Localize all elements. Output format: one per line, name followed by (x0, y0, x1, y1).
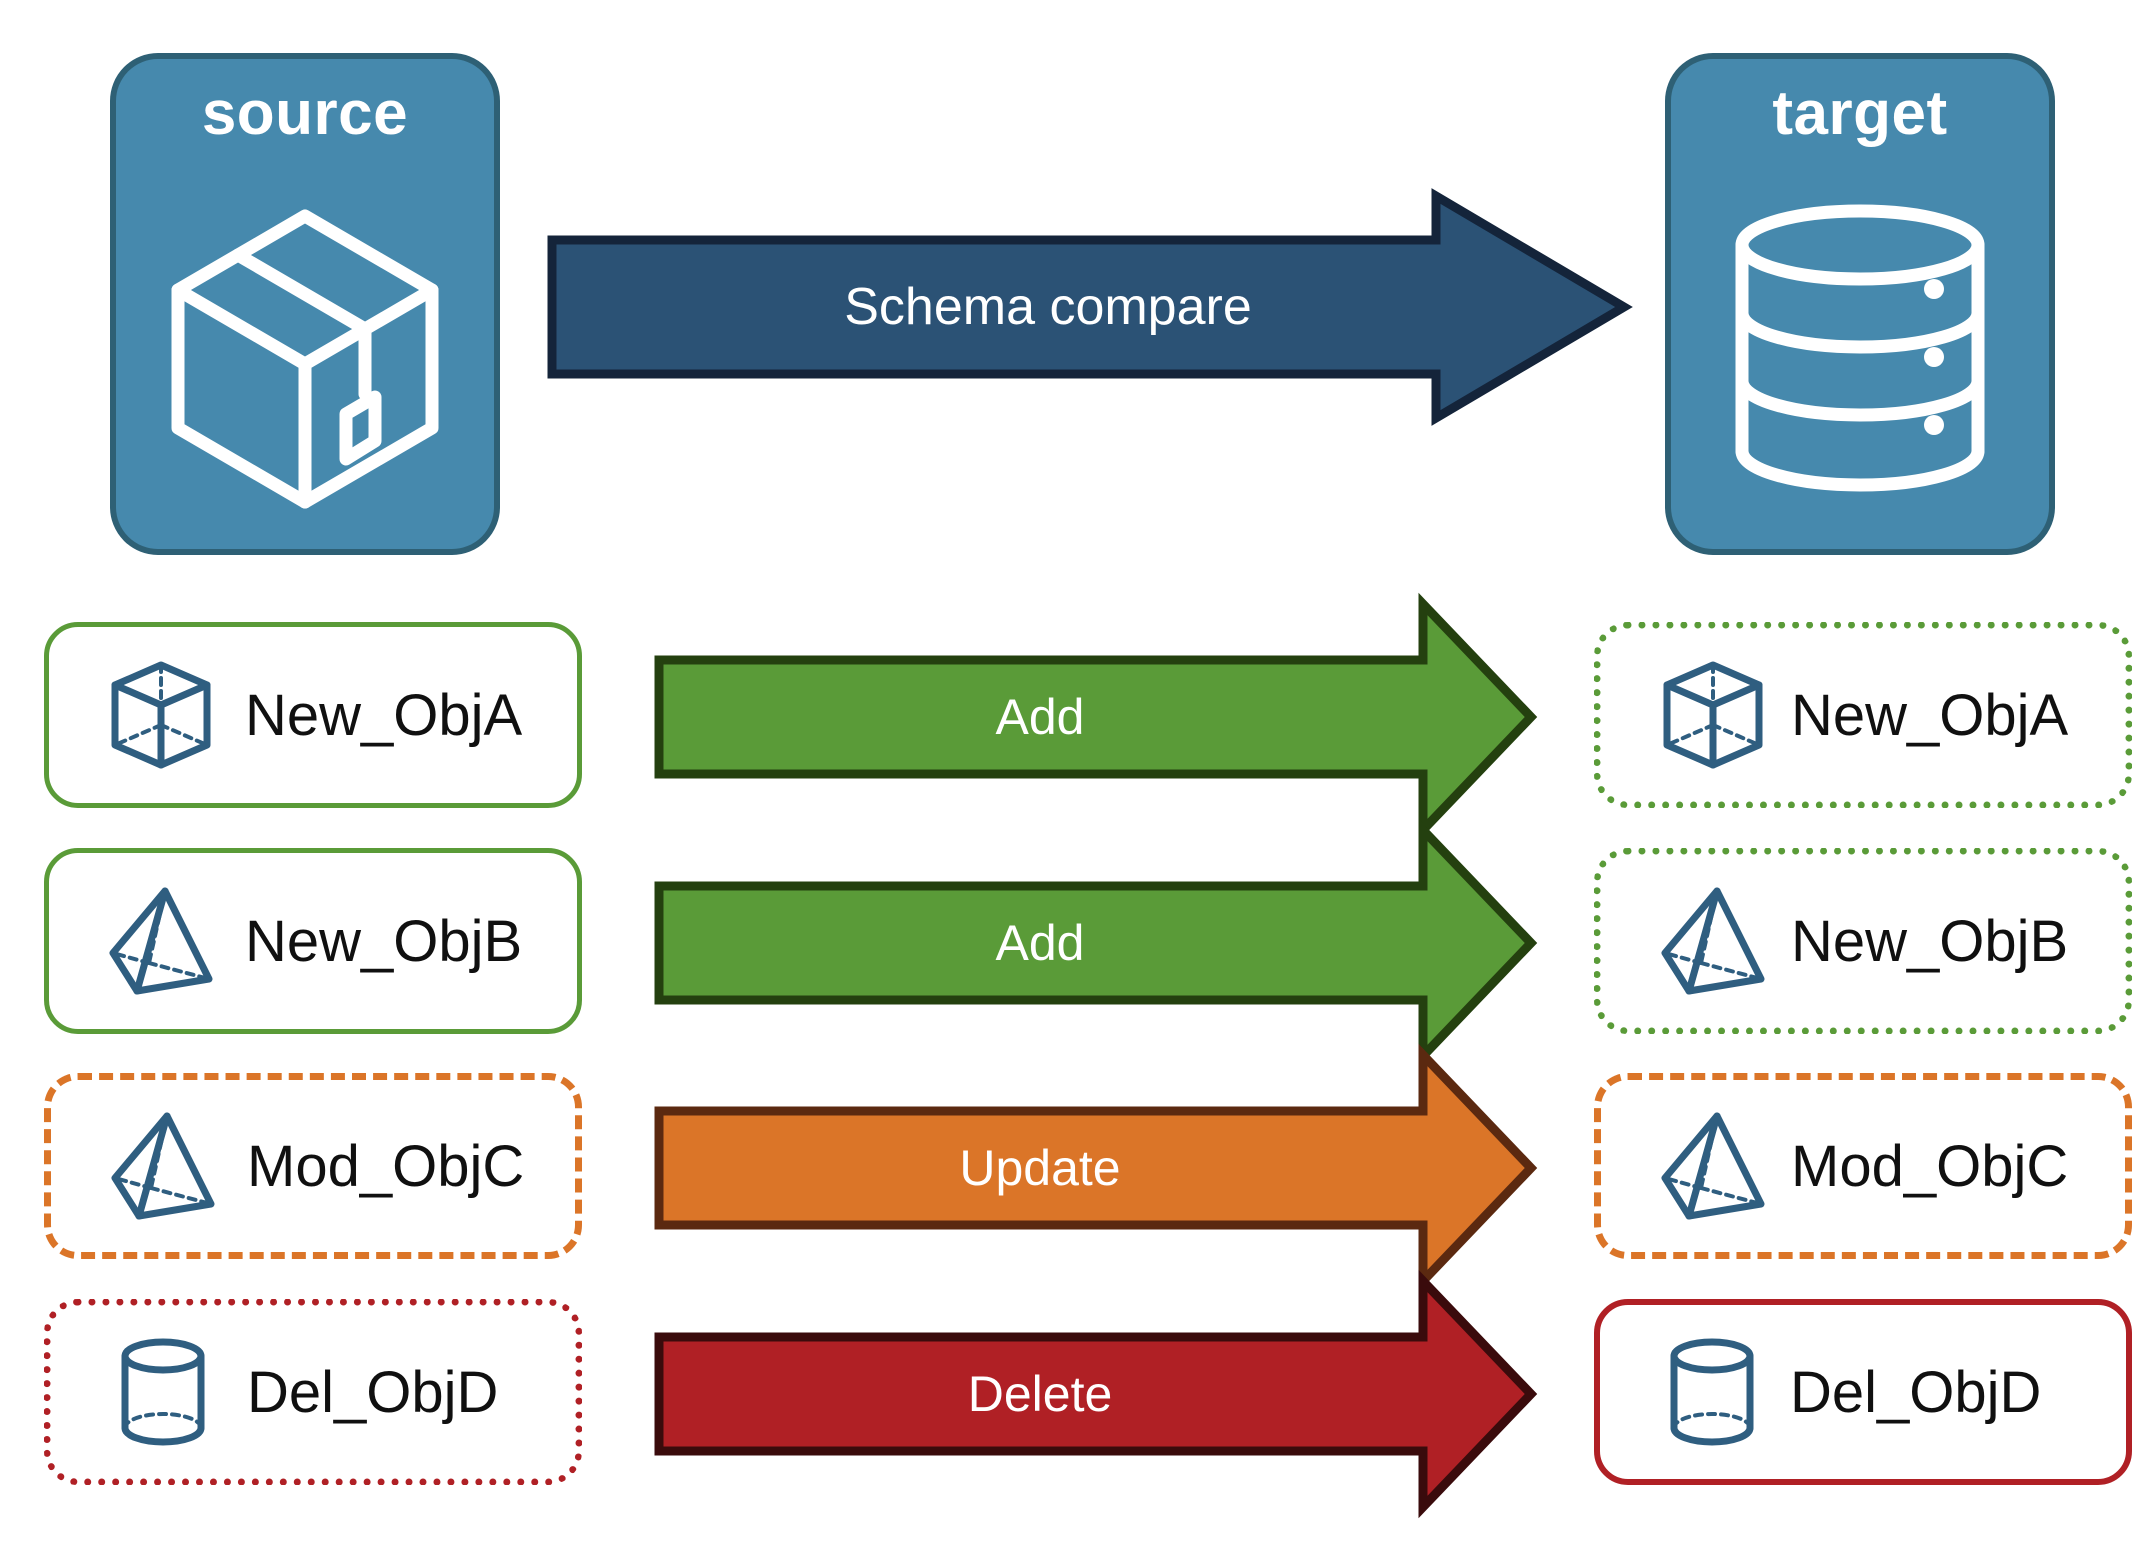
target-object-card[interactable]: Del_ObjD (1594, 1299, 2132, 1485)
source-object-card[interactable]: New_ObjB (44, 848, 582, 1034)
wireframe-pyramid-icon (1659, 882, 1767, 1000)
action-arrow-add[interactable]: Add (654, 818, 1538, 1068)
package-cube-icon (116, 146, 494, 549)
target-object-label: Mod_ObjC (1791, 1133, 2069, 1199)
target-object-label: New_ObjA (1791, 682, 2069, 748)
source-object-label: Del_ObjD (247, 1359, 499, 1425)
schema-compare-arrow: Schema compare (547, 188, 1633, 426)
source-object-card[interactable]: Mod_ObjC (44, 1073, 582, 1259)
diff-row: New_ObjA Add New_ (0, 592, 2150, 842)
wireframe-cylinder-icon (109, 1333, 217, 1451)
wireframe-cube-icon (1659, 656, 1767, 774)
database-cylinder-icon (1671, 146, 2049, 549)
action-arrow-update[interactable]: Update (654, 1043, 1538, 1293)
target-object-label: New_ObjB (1791, 908, 2069, 974)
wireframe-pyramid-icon (1659, 1107, 1767, 1225)
wireframe-cube-icon (107, 656, 215, 774)
target-object-label: Del_ObjD (1790, 1359, 2042, 1425)
source-object-card[interactable]: Del_ObjD (44, 1299, 582, 1485)
target-object-card[interactable]: Mod_ObjC (1594, 1073, 2132, 1259)
source-endpoint-card: source (110, 53, 500, 555)
action-arrow-add[interactable]: Add (654, 592, 1538, 842)
source-title: source (201, 79, 409, 148)
source-object-label: New_ObjA (245, 682, 523, 748)
source-object-card[interactable]: New_ObjA (44, 622, 582, 808)
target-title: target (1772, 79, 1948, 148)
target-endpoint-card: target (1665, 53, 2055, 555)
wireframe-cylinder-icon (1658, 1333, 1766, 1451)
target-object-card[interactable]: New_ObjB (1594, 848, 2132, 1034)
diff-row: New_ObjB Add New_ObjB (0, 818, 2150, 1068)
wireframe-pyramid-icon (107, 882, 215, 1000)
diff-row: Mod_ObjC Update Mod_ObjC (0, 1043, 2150, 1293)
target-object-card[interactable]: New_ObjA (1594, 622, 2132, 808)
diff-row: Del_ObjD Delete Del_ObjD (0, 1269, 2150, 1519)
source-object-label: Mod_ObjC (247, 1133, 525, 1199)
wireframe-pyramid-icon (109, 1107, 217, 1225)
source-object-label: New_ObjB (245, 908, 523, 974)
action-arrow-delete[interactable]: Delete (654, 1269, 1538, 1519)
